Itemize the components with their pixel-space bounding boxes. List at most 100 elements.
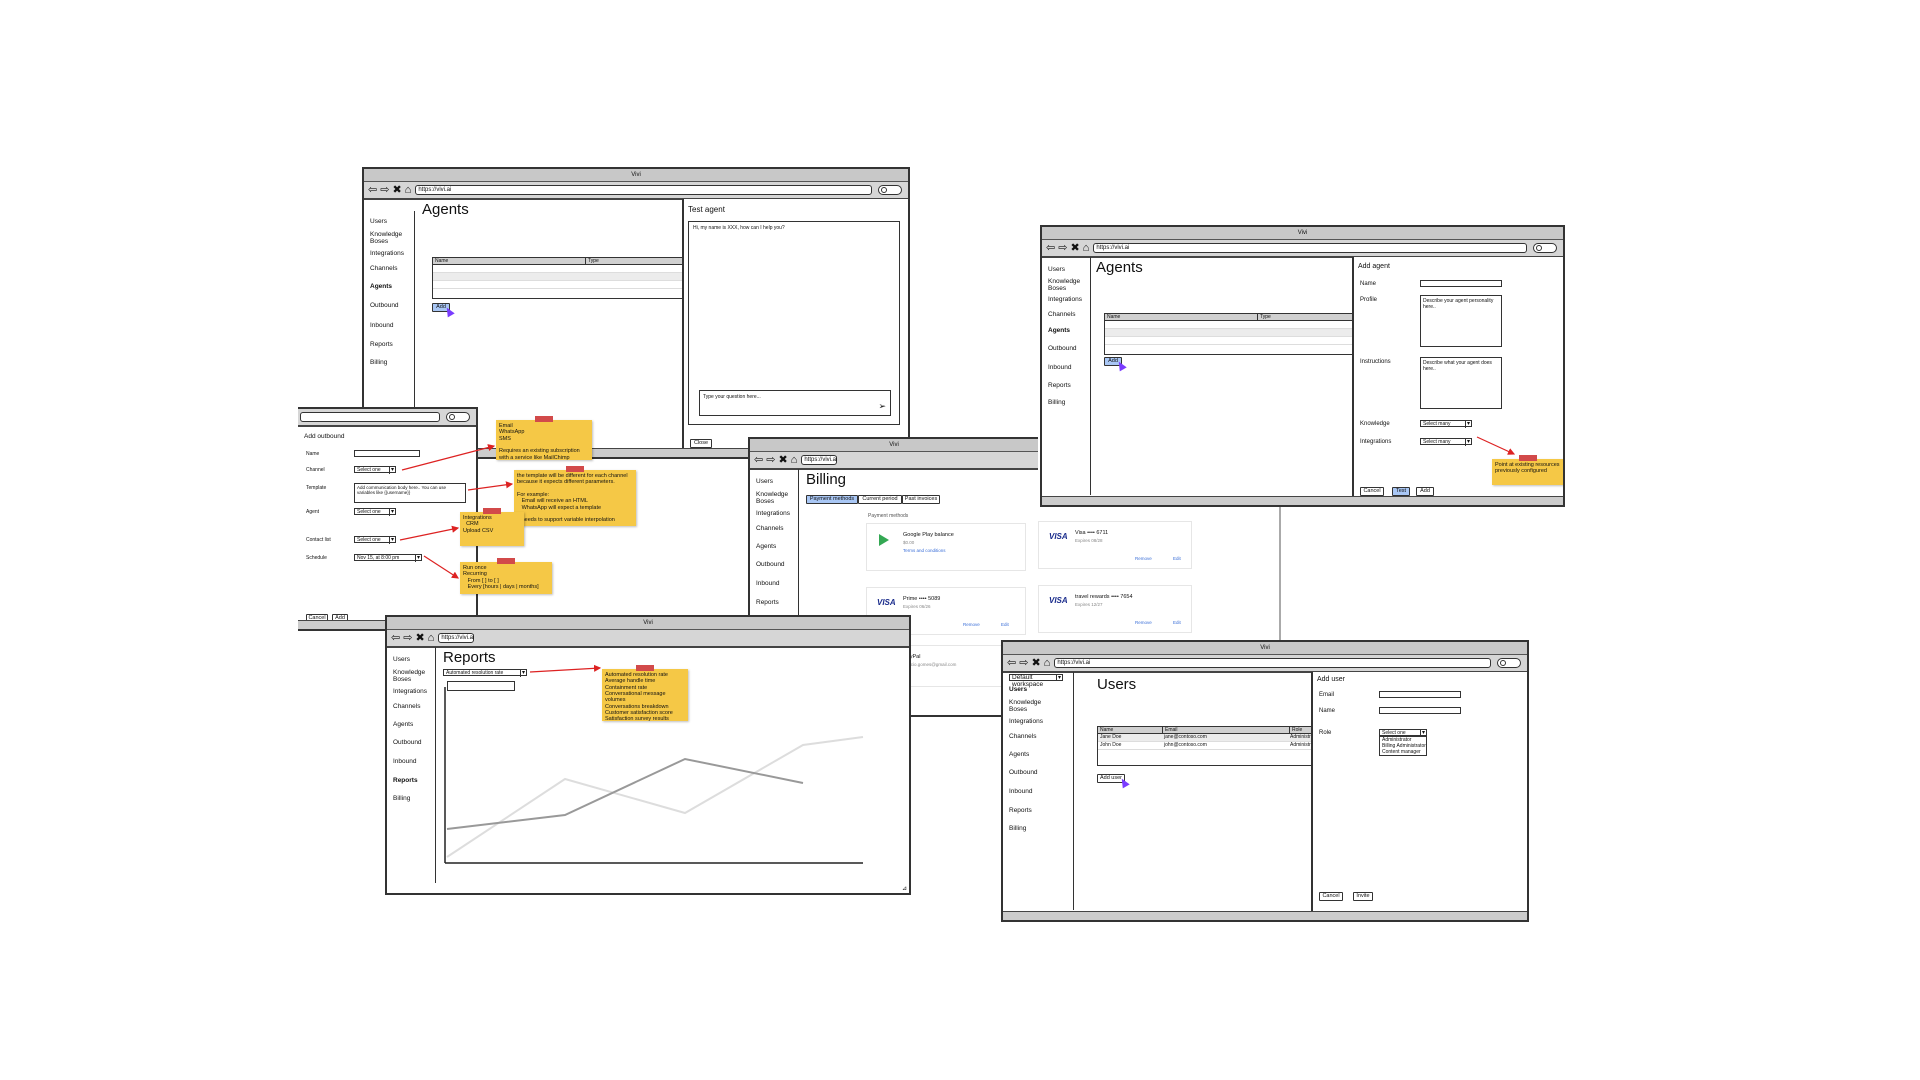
url-input[interactable]: https://vivi.ai [438,633,474,643]
sidebar-item-reports[interactable]: Reports [370,340,393,348]
template-field[interactable]: Add communication body here.. You can us… [354,483,466,503]
sidebar-item-agents[interactable]: Agents [756,543,777,551]
sidebar-item-integrations[interactable]: Integrations [1048,296,1082,304]
back-icon[interactable]: ⇦ [368,184,378,196]
tab-past-invoices[interactable]: Past invoices [902,495,940,504]
role-select[interactable]: Select one [1379,729,1427,737]
add-agent-button[interactable]: Add [1104,357,1122,366]
sidebar-item-reports[interactable]: Reports [1009,806,1032,814]
terms-link[interactable]: Terms and conditions [903,548,946,553]
home-icon[interactable]: ⌂ [790,454,798,466]
sidebar-item-reports[interactable]: Reports [1048,381,1071,389]
back-icon[interactable]: ⇦ [391,632,401,644]
date-range-picker[interactable] [447,681,515,691]
name-field[interactable] [354,450,420,457]
sidebar-item-integrations[interactable]: Integrations [756,510,790,518]
url-input[interactable]: https://vivi.ai [1093,243,1527,253]
sidebar-item-users[interactable]: Users [1048,266,1065,273]
sidebar-item-channels[interactable]: Channels [370,265,398,273]
sidebar-item-billing[interactable]: Billing [1048,399,1066,407]
sidebar-item-users[interactable]: Users [756,478,773,485]
sidebar-item-billing[interactable]: Billing [393,795,411,803]
forward-icon[interactable]: ⇨ [403,632,413,644]
add-agent-button[interactable]: Add [432,303,450,312]
sidebar-item-billing[interactable]: Billing [1009,825,1027,833]
profile-field[interactable]: Describe your agent personality here.. [1420,295,1502,347]
edit-link[interactable]: Edit [1173,620,1181,625]
sidebar-item-integrations[interactable]: Integrations [370,250,404,258]
col-email[interactable]: Email [1163,727,1290,733]
sidebar-item-outbound[interactable]: Outbound [1048,344,1077,352]
col-type[interactable]: Type [1260,314,1271,320]
name-field[interactable] [1379,707,1461,714]
sidebar-item-inbound[interactable]: Inbound [1048,363,1072,371]
sidebar-item-agents[interactable]: Agents [1009,751,1030,759]
role-option[interactable]: Content manager [1382,749,1421,755]
add-button[interactable]: Add [1416,487,1434,496]
resize-handle-icon[interactable]: ⊿ [901,886,907,892]
forward-icon[interactable]: ⇨ [766,454,776,466]
sidebar-item-reports[interactable]: Reports [393,776,418,784]
sidebar-item-knowledge[interactable]: Knowledge Boses [370,230,403,245]
email-field[interactable] [1379,691,1461,698]
instructions-field[interactable]: Describe what your agent does here.. [1420,357,1502,409]
sidebar-item-channels[interactable]: Channels [1009,733,1037,741]
tab-current-period[interactable]: Current period [858,495,902,504]
sidebar-item-inbound[interactable]: Inbound [756,579,780,587]
url-input[interactable] [300,412,440,422]
contact-select[interactable]: Select one [354,536,396,544]
agent-select[interactable]: Select one [354,508,396,516]
close-icon[interactable]: ✖ [778,454,788,466]
search-icon[interactable] [878,185,902,195]
chat-input[interactable]: Type your question here... ➢ [699,390,891,416]
sidebar-item-knowledge[interactable]: Knowledge Boses [756,490,789,505]
sidebar-item-agents[interactable]: Agents [370,283,393,291]
sidebar-item-outbound[interactable]: Outbound [370,301,399,309]
tab-payment-methods[interactable]: Payment methods [806,495,858,504]
close-icon[interactable]: ✖ [1070,242,1080,254]
test-button[interactable]: Test [1392,487,1410,496]
sidebar-item-outbound[interactable]: Outbound [393,738,422,746]
search-icon[interactable] [446,412,470,422]
back-icon[interactable]: ⇦ [1046,242,1056,254]
name-field[interactable] [1420,280,1502,287]
channel-select[interactable]: Select one [354,466,396,474]
col-name[interactable]: Name [1098,727,1163,733]
sidebar-item-channels[interactable]: Channels [756,525,784,533]
sidebar-item-integrations[interactable]: Integrations [1009,718,1043,726]
sidebar-item-users[interactable]: Users [1009,686,1028,693]
cancel-button[interactable]: Cancel [1360,487,1384,496]
back-icon[interactable]: ⇦ [1007,657,1017,669]
forward-icon[interactable]: ⇨ [1058,242,1068,254]
url-input[interactable]: https://vivi.ai [415,185,872,195]
col-role[interactable]: Role [1292,727,1303,733]
url-input[interactable]: https://vivi.ai [1054,658,1491,668]
payment-card[interactable]: Google Play balance $0.00 Terms and cond… [866,523,1026,571]
role-option[interactable]: Billing Administrator [1382,743,1426,749]
sidebar-item-channels[interactable]: Channels [1048,311,1076,319]
sidebar-item-knowledge[interactable]: Knowledge Boses [1048,277,1081,292]
remove-link[interactable]: Remove [963,622,980,627]
close-icon[interactable]: ✖ [392,184,402,196]
add-user-button[interactable]: Add user [1097,774,1125,783]
report-select[interactable]: Automated resolution rate [443,669,527,677]
integrations-select[interactable]: Select many [1420,438,1472,446]
remove-link[interactable]: Remove [1135,620,1152,625]
home-icon[interactable]: ⌂ [1082,242,1090,254]
sidebar-item-users[interactable]: Users [393,656,410,663]
col-name[interactable]: Name [433,258,586,264]
search-icon[interactable] [1533,243,1557,253]
sidebar-item-inbound[interactable]: Inbound [393,757,417,765]
sidebar-item-integrations[interactable]: Integrations [393,688,427,696]
sidebar-item-knowledge[interactable]: Knowledge Boses [393,668,426,683]
col-type[interactable]: Type [588,258,599,264]
sidebar-item-channels[interactable]: Channels [393,703,421,711]
sidebar-item-agents[interactable]: Agents [1048,327,1071,335]
forward-icon[interactable]: ⇨ [1019,657,1029,669]
sidebar-item-billing[interactable]: Billing [370,359,388,367]
sidebar-item-inbound[interactable]: Inbound [370,321,394,329]
close-icon[interactable]: ✖ [415,632,425,644]
home-icon[interactable]: ⌂ [1043,657,1051,669]
